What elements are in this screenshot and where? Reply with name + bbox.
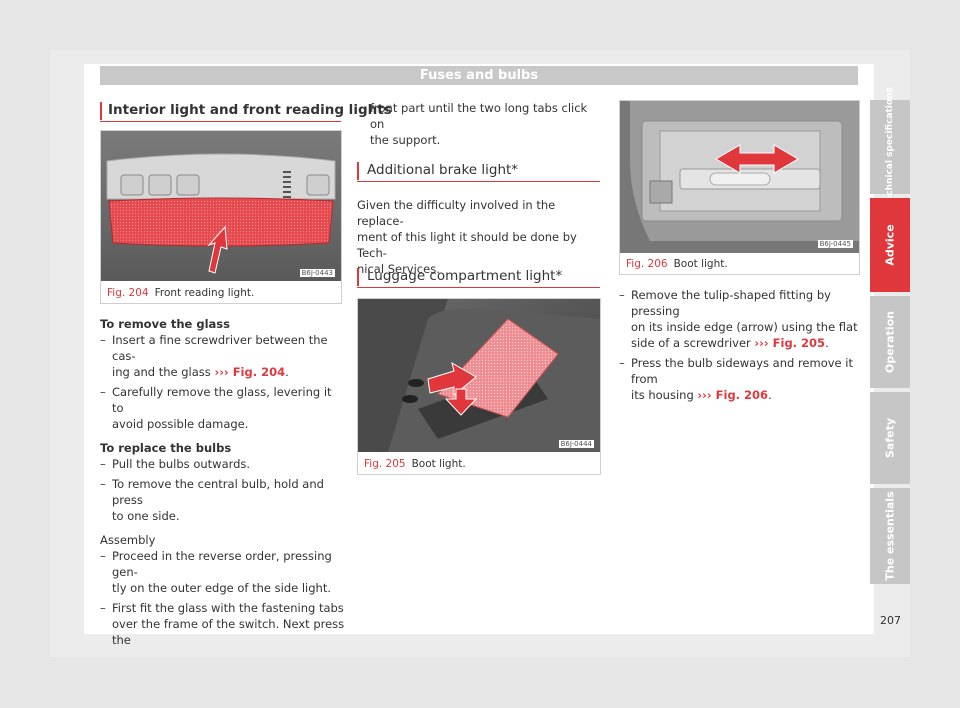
figure-caption: Fig. 204 Front reading light. [107, 287, 254, 299]
heading-interior-light: Interior light and front reading lights [108, 102, 392, 118]
figure-caption-text: Front reading light. [154, 287, 255, 299]
list-item: –Pull the bulbs outwards. [100, 457, 251, 471]
figure-code: B6J-0445 [817, 240, 853, 248]
figure-caption: Fig. 206 Boot light. [626, 258, 728, 270]
heading-marker [100, 102, 102, 120]
brake-light-text: Given the difficulty involved in the rep… [357, 198, 577, 276]
page-number: 207 [880, 614, 901, 627]
figure-204: B6J-0443 Fig. 204 Front reading light. [100, 130, 342, 304]
tab-operation[interactable]: Operation [870, 296, 910, 388]
figure-number: Fig. 206 [626, 258, 668, 270]
list-item: –To remove the central bulb, hold and pr… [100, 477, 324, 523]
figure-206-link[interactable]: ››› Fig. 206 [697, 388, 769, 402]
tab-safety[interactable]: Safety [870, 392, 910, 484]
figure-code: B6J-0443 [299, 269, 335, 277]
figure-205-link[interactable]: ››› Fig. 205 [754, 336, 826, 350]
column-1-text: To remove the glass –Insert a fine screw… [100, 316, 345, 648]
list-item: –Proceed in the reverse order, pressing … [100, 549, 332, 595]
list-item: –Press the bulb sideways and remove it f… [619, 356, 853, 402]
figure-code: B6J-0444 [558, 440, 594, 448]
column-3-text: –Remove the tulip-shaped fitting by pres… [619, 287, 864, 403]
figure-caption-text: Boot light. [673, 258, 728, 270]
heading-marker [357, 268, 359, 286]
page-header: Fuses and bulbs [100, 66, 858, 85]
figure-caption-text: Boot light. [411, 458, 466, 470]
tab-the-essentials[interactable]: The essentials [870, 488, 910, 584]
heading-additional-brake-light: Additional brake light* [367, 162, 519, 178]
heading-marker [357, 162, 359, 180]
figure-caption: Fig. 205 Boot light. [364, 458, 466, 470]
figure-204-link[interactable]: ››› Fig. 204 [214, 365, 286, 379]
list-item: –Carefully remove the glass, levering it… [100, 385, 332, 431]
replace-bulbs-heading: To replace the bulbs [100, 441, 232, 455]
tab-advice[interactable]: Advice [870, 198, 910, 292]
remove-glass-heading: To remove the glass [100, 317, 230, 331]
list-item: –First fit the glass with the fastening … [100, 601, 345, 647]
figure-number: Fig. 204 [107, 287, 149, 299]
continuation-text: front part until the two long tabs click… [370, 101, 588, 147]
figure-number: Fig. 205 [364, 458, 406, 470]
tab-technical-specifications[interactable]: Technical specifications [870, 87, 910, 207]
heading-rule [100, 121, 341, 122]
front-reading-light-image [101, 131, 341, 281]
heading-luggage-compartment-light: Luggage compartment light* [367, 268, 563, 284]
figure-206: B6J-0445 Fig. 206 Boot light. [619, 100, 860, 275]
list-item: –Insert a fine screwdriver between the c… [100, 333, 328, 379]
boot-light-image [358, 299, 600, 452]
heading-rule [357, 181, 600, 182]
list-item: –Remove the tulip-shaped fitting by pres… [619, 288, 858, 350]
boot-light-bulb-image [620, 101, 859, 253]
heading-rule [357, 287, 600, 288]
figure-205: B6J-0444 Fig. 205 Boot light. [357, 298, 601, 475]
assembly-heading: Assembly [100, 533, 156, 547]
